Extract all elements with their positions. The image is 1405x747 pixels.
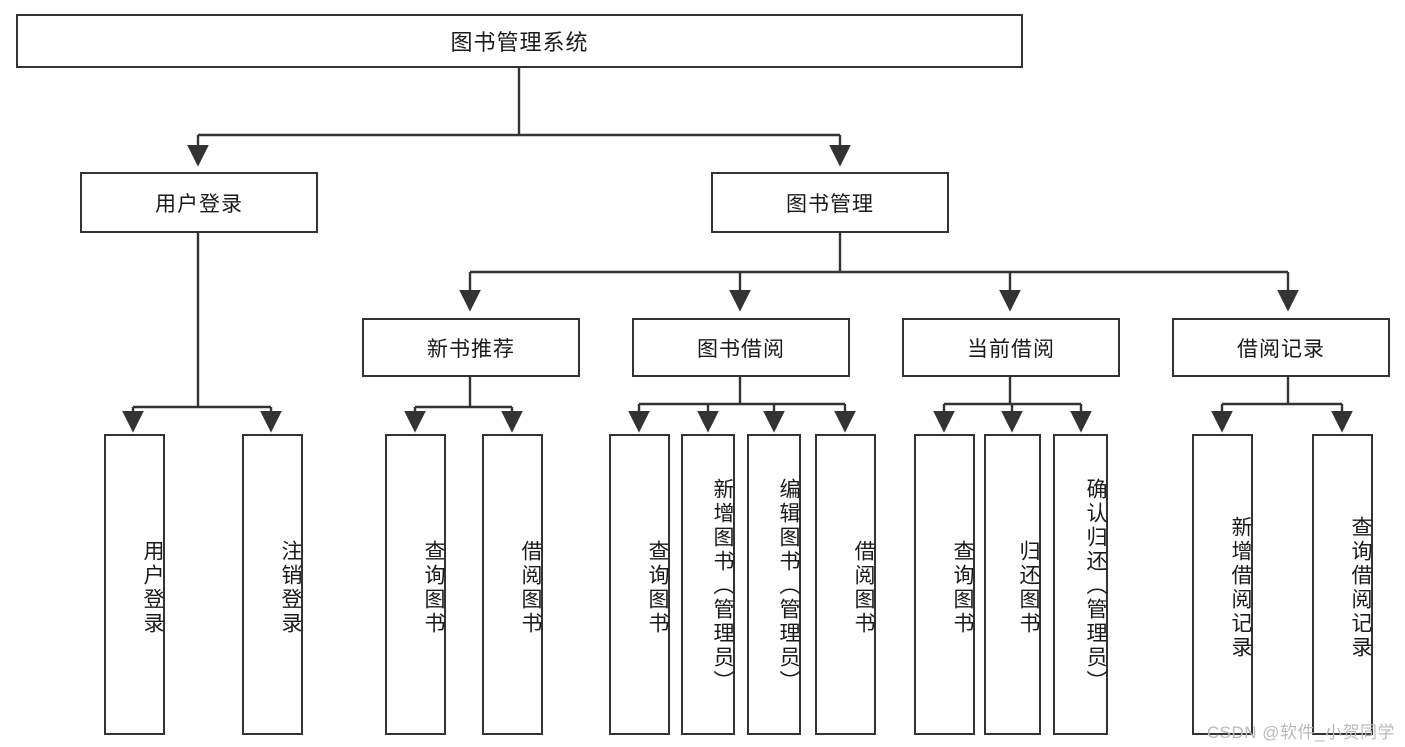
node-new-book-recommend[interactable]: 新书推荐 [362, 318, 580, 377]
node-root[interactable]: 图书管理系统 [16, 14, 1023, 68]
node-current-borrow[interactable]: 当前借阅 [902, 318, 1120, 377]
node-root-label: 图书管理系统 [450, 30, 589, 55]
leaf-borrow-book-label: 借阅图书 [852, 539, 875, 636]
leaf-query-book-current[interactable]: 查询图书 [914, 434, 975, 735]
node-borrow-record[interactable]: 借阅记录 [1172, 318, 1390, 377]
node-current-borrow-label: 当前借阅 [967, 337, 1055, 361]
leaf-return-book[interactable]: 归还图书 [984, 434, 1041, 735]
node-borrow-record-label: 借阅记录 [1237, 337, 1325, 361]
leaf-query-borrow-record-label: 查询借阅记录 [1349, 515, 1372, 660]
watermark: CSDN @软件_小贺同学 [1206, 723, 1395, 742]
leaf-add-borrow-record-label: 新增借阅记录 [1229, 515, 1252, 660]
leaf-add-book-admin[interactable]: 新增图书（管理员） [681, 434, 735, 735]
leaf-query-book-new-label: 查询图书 [422, 539, 445, 636]
node-book-management-label: 图书管理 [786, 192, 874, 216]
leaf-query-book-new[interactable]: 查询图书 [385, 434, 446, 735]
leaf-borrow-book-new[interactable]: 借阅图书 [482, 434, 543, 735]
node-user-login-label: 用户登录 [155, 192, 243, 216]
leaf-user-login-label: 用户登录 [141, 539, 164, 636]
leaf-query-book-current-label: 查询图书 [951, 539, 974, 636]
leaf-logout-label: 注销登录 [279, 539, 302, 636]
leaf-add-borrow-record[interactable]: 新增借阅记录 [1192, 434, 1253, 735]
leaf-confirm-return-admin-label: 确认归还（管理员） [1084, 477, 1107, 694]
leaf-borrow-book[interactable]: 借阅图书 [815, 434, 876, 735]
leaf-query-borrow-record[interactable]: 查询借阅记录 [1312, 434, 1373, 735]
leaf-edit-book-admin[interactable]: 编辑图书（管理员） [747, 434, 801, 735]
leaf-user-login[interactable]: 用户登录 [104, 434, 165, 735]
leaf-return-book-label: 归还图书 [1017, 539, 1040, 636]
leaf-query-book-borrow-label: 查询图书 [646, 539, 669, 636]
node-book-borrow[interactable]: 图书借阅 [632, 318, 850, 377]
node-new-book-recommend-label: 新书推荐 [427, 337, 515, 361]
leaf-logout[interactable]: 注销登录 [242, 434, 303, 735]
node-book-management[interactable]: 图书管理 [711, 172, 949, 233]
leaf-add-book-admin-label: 新增图书（管理员） [711, 477, 734, 694]
leaf-edit-book-admin-label: 编辑图书（管理员） [777, 477, 800, 694]
leaf-query-book-borrow[interactable]: 查询图书 [609, 434, 670, 735]
node-book-borrow-label: 图书借阅 [697, 337, 785, 361]
leaf-borrow-book-new-label: 借阅图书 [519, 539, 542, 636]
node-user-login[interactable]: 用户登录 [80, 172, 318, 233]
leaf-confirm-return-admin[interactable]: 确认归还（管理员） [1053, 434, 1108, 735]
